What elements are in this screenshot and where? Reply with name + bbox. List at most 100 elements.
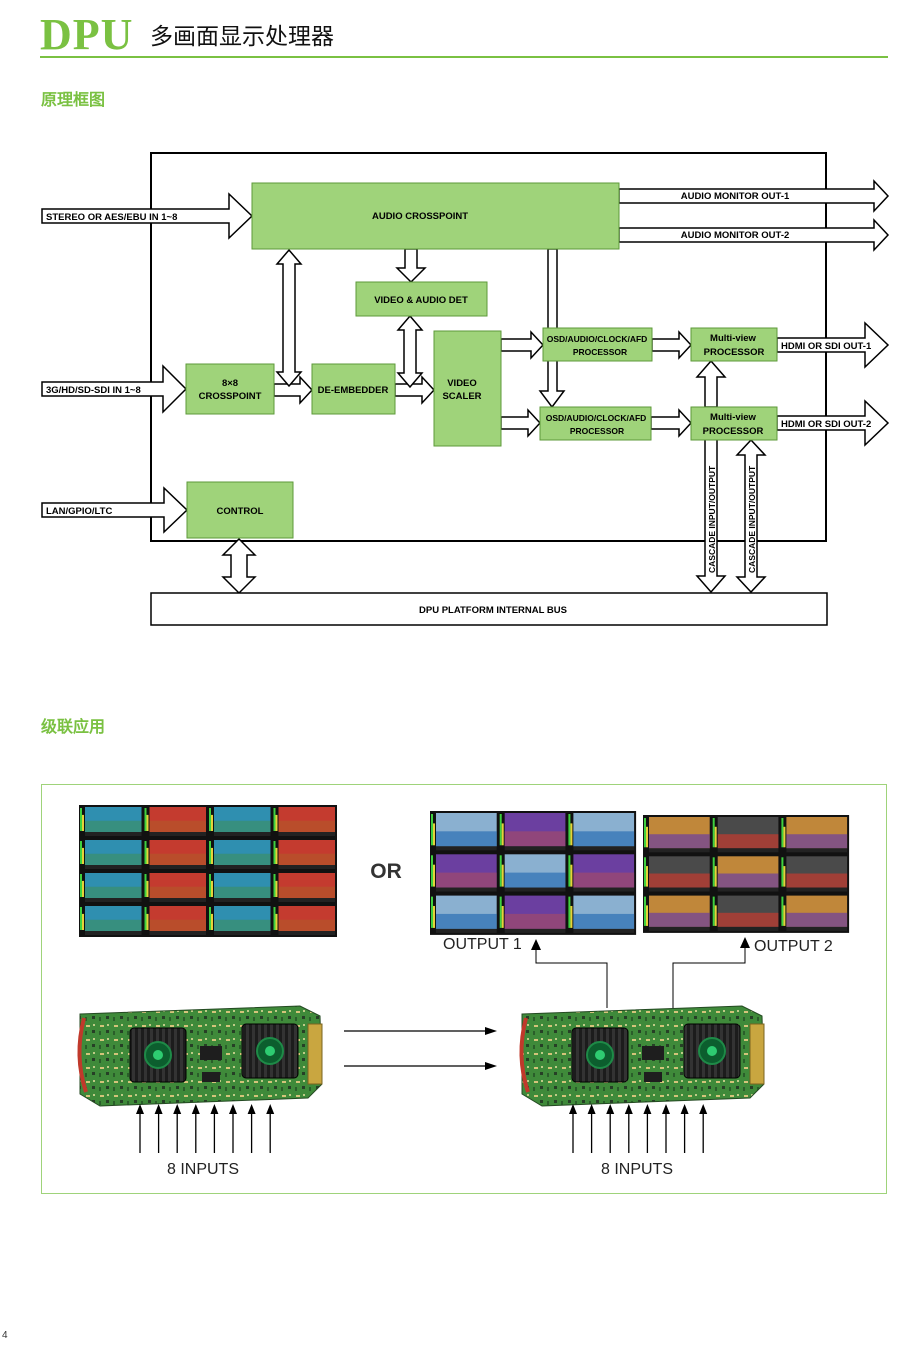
monitor-tile [431, 895, 497, 933]
osd2-label-1: OSD/AUDIO/CLOCK/AFD [546, 413, 647, 423]
monitor-tile [499, 854, 566, 892]
monitor-wall-output-2 [643, 815, 850, 933]
control-label: CONTROL [217, 506, 264, 517]
scaler-to-osd2-arrow [500, 408, 542, 438]
monitor-tile [568, 813, 635, 851]
monitor-tile [80, 873, 142, 902]
input-arrowhead [680, 1104, 689, 1114]
hdmi-out-2-label: HDMI OR SDI OUT-2 [781, 419, 871, 430]
audio-crosspoint-block [251, 182, 620, 250]
crosspoint-to-deembedder-arrow [273, 375, 314, 405]
cascade-in-arrow [735, 438, 767, 594]
monitor-tile [431, 854, 497, 892]
multiview-processor-1-block [690, 327, 778, 362]
scaler-label-1: VIDEO [447, 378, 477, 389]
monitor-tile [80, 906, 142, 935]
monitor-tile [209, 873, 271, 902]
hdmi-out-1-arrow [776, 321, 890, 369]
input-arrowhead [266, 1104, 275, 1114]
control-block [186, 481, 294, 539]
input-arrows-left [136, 1104, 275, 1153]
inputs-right-label: 8 INPUTS [601, 1161, 673, 1178]
monitor-tile [209, 840, 271, 869]
monitor-tile [712, 817, 779, 853]
dpu-board-right [519, 1005, 765, 1107]
monitor-tile [209, 807, 271, 836]
audio-xp-deembedder-arrow [275, 248, 303, 388]
monitor-tile [144, 873, 206, 902]
cascade-label-2: CASCADE INPUT/OUTPUT [747, 465, 757, 573]
monitor-tile [781, 817, 848, 853]
osd1-label-2: PROCESSOR [573, 347, 627, 357]
monitor-wall-output-1 [430, 811, 637, 935]
brand-logo: DPU [40, 10, 134, 59]
mv2-label-2: PROCESSOR [703, 426, 764, 437]
or-label: OR [370, 860, 402, 883]
output-1-connector [535, 948, 608, 1008]
audio-out-2-label: AUDIO MONITOR OUT-2 [681, 230, 790, 241]
cascade-label-1: CASCADE INPUT/OUTPUT [707, 465, 717, 573]
monitor-tile [431, 813, 497, 851]
scaler-to-osd1-arrow [500, 330, 545, 360]
monitor-tile [80, 807, 142, 836]
cascade-link-head-1 [485, 1027, 497, 1035]
deembedder-to-scaler-arrow [394, 375, 436, 405]
audio-input-arrow [41, 192, 254, 240]
control-bus-arrow [221, 537, 257, 595]
internal-bus [150, 592, 828, 626]
mv1-label-2: PROCESSOR [704, 347, 765, 358]
input-arrowhead [606, 1104, 615, 1114]
monitor-tile [144, 807, 206, 836]
monitor-tile [644, 856, 710, 892]
audio-xp-to-det-arrow [395, 248, 427, 284]
monitor-tile [144, 906, 206, 935]
input-arrowhead [624, 1104, 633, 1114]
input-arrowhead [643, 1104, 652, 1114]
osd-processor-2-block [539, 406, 652, 441]
header-rule [40, 56, 888, 58]
monitor-tile [568, 895, 635, 933]
cascade-out-arrow [695, 438, 727, 594]
inputs-left-label: 8 INPUTS [167, 1161, 239, 1178]
monitor-tile [273, 807, 335, 836]
osd2-to-mv2-arrow [650, 408, 693, 438]
input-arrowhead [191, 1104, 200, 1114]
monitor-tile [80, 840, 142, 869]
input-arrowhead [587, 1104, 596, 1114]
input-arrowhead [136, 1104, 144, 1114]
monitor-tile [499, 895, 566, 933]
video-scaler-block [433, 330, 502, 447]
mv2-to-mv1-arrow [695, 359, 727, 408]
crosspoint-block [185, 363, 275, 415]
crosspoint-label-1: 8×8 [222, 378, 238, 389]
osd-processor-1-block [542, 327, 653, 362]
block-diagram-title: 原理框图 [41, 90, 106, 109]
audio-input-label: STEREO OR AES/EBU IN 1~8 [46, 212, 177, 223]
mv1-label-1: Multi-view [710, 333, 757, 344]
monitor-tile [644, 817, 710, 853]
output-2-connector [672, 946, 746, 1008]
crosspoint-label-2: CROSSPOINT [199, 391, 262, 402]
input-arrowhead [569, 1104, 577, 1114]
input-arrowhead [247, 1104, 256, 1114]
osd2-label-2: PROCESSOR [570, 426, 624, 436]
osd1-label-1: OSD/AUDIO/CLOCK/AFD [547, 334, 648, 344]
audio-crosspoint-label: AUDIO CROSSPOINT [372, 211, 468, 222]
cascade-frame [41, 784, 887, 1194]
input-arrowhead [699, 1104, 708, 1114]
cascade-link-head-2 [485, 1062, 497, 1070]
monitor-tile [144, 840, 206, 869]
monitor-tile [209, 906, 271, 935]
audio-out-2-arrow [618, 218, 890, 252]
hdmi-out-1-label: HDMI OR SDI OUT-1 [781, 341, 872, 352]
scaler-label-2: SCALER [442, 391, 481, 402]
video-audio-det-label: VIDEO & AUDIO DET [374, 295, 468, 306]
monitor-tile [644, 895, 710, 931]
monitor-tile [781, 856, 848, 892]
output-1-arrowhead [531, 939, 541, 950]
control-input-label: LAN/GPIO/LTC [46, 506, 112, 517]
video-input-label: 3G/HD/SD-SDI IN 1~8 [46, 385, 141, 396]
cascade-title: 级联应用 [41, 717, 106, 736]
monitor-tile [273, 873, 335, 902]
monitor-tile [273, 906, 335, 935]
